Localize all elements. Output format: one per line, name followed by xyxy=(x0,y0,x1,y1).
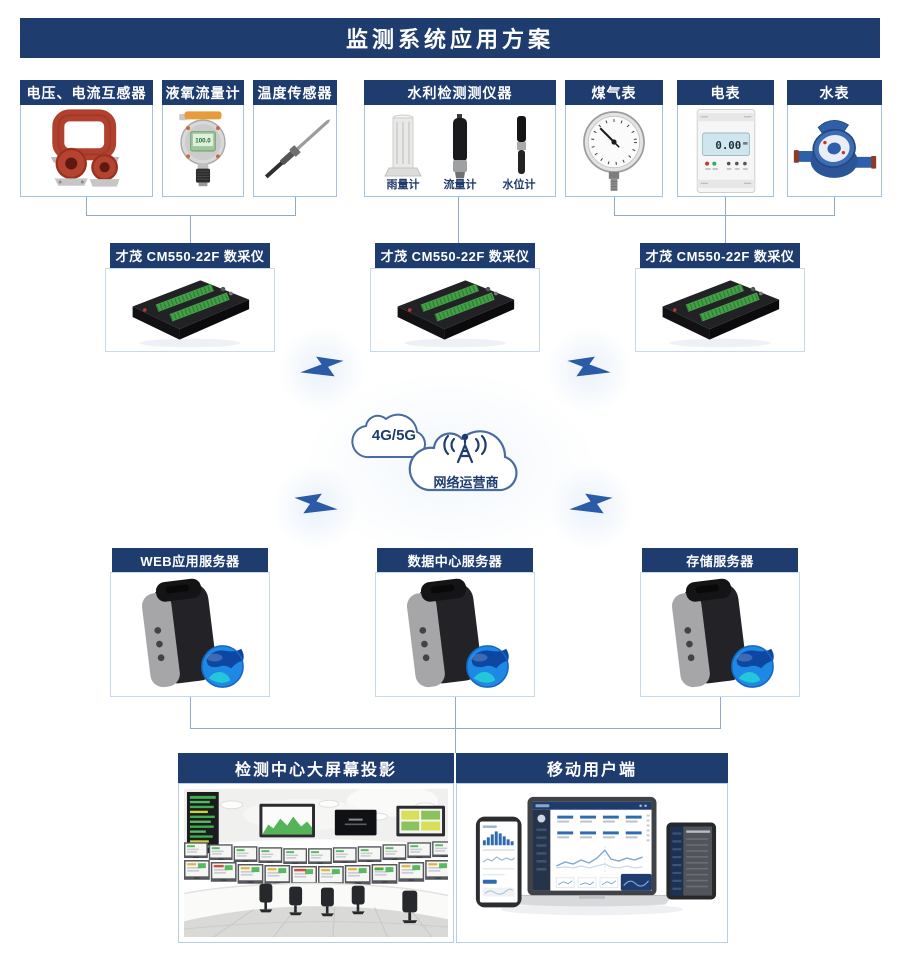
transformer-image xyxy=(21,106,152,196)
collector-label-2: 才茂 CM550-22F 数采仪 xyxy=(375,243,535,268)
current-transformer-icon xyxy=(50,109,119,187)
server-image-storage xyxy=(640,572,800,697)
collector-image-3 xyxy=(635,268,805,352)
mobile-devices-image xyxy=(462,789,722,937)
electric-meter-icon: 0.00 xyxy=(696,109,755,193)
collector-label-3: 才茂 CM550-22F 数采仪 xyxy=(640,243,800,268)
device-box-water-instruments: 水利检测测仪器 雨量计 流量计 水位计 xyxy=(364,80,556,197)
server-label-web: WEB应用服务器 xyxy=(112,548,268,572)
network-operator-label: 网络运营商 xyxy=(433,475,499,490)
network-technology-label: 4G/5G xyxy=(371,427,417,444)
server-tower-icon xyxy=(141,578,244,688)
device-box-electric-meter: 电表 0.00 xyxy=(677,80,774,197)
oxygen-flow-image: 100.0 xyxy=(163,106,243,196)
connector-line xyxy=(614,197,615,215)
device-label: 水利检测测仪器 xyxy=(364,80,556,105)
antenna-icon xyxy=(443,434,487,464)
device-box-oxygen-flow: 液氧流量计 100.0 xyxy=(162,80,244,197)
output-header-bigscreen: 检测中心大屏幕投影 xyxy=(178,753,454,783)
connector-line xyxy=(190,215,191,243)
lightning-icon xyxy=(560,476,623,538)
device-box-gas-meter: 煤气表 xyxy=(565,80,663,197)
gas-detector-icon: 100.0 xyxy=(179,111,226,187)
mobile-devices-panel xyxy=(456,783,728,943)
lightning-icon xyxy=(558,339,621,401)
water-item-label: 流量计 xyxy=(443,179,477,191)
connector-line xyxy=(720,697,721,728)
collector-label-1: 才茂 CM550-22F 数采仪 xyxy=(110,243,270,268)
collector-image-1 xyxy=(105,268,275,352)
control-room-image xyxy=(184,789,448,937)
lightning-icon xyxy=(285,476,348,538)
data-collector-icon xyxy=(132,280,250,348)
connector-line xyxy=(455,697,456,753)
water-meter-icon xyxy=(793,120,876,178)
server-tower-icon xyxy=(671,578,774,688)
lightning-icon xyxy=(291,339,354,401)
water-instruments-icons xyxy=(384,114,526,178)
temperature-probe-icon xyxy=(264,119,331,179)
output-header-mobile: 移动用户端 xyxy=(456,753,728,783)
server-tower-icon xyxy=(406,578,509,688)
data-collector-icon xyxy=(397,280,515,348)
device-label: 温度传感器 xyxy=(253,80,337,105)
electric-meter-image: 0.00 xyxy=(678,106,773,196)
device-box-temperature: 温度传感器 xyxy=(253,80,337,197)
globe-icon xyxy=(201,644,244,688)
cloud-operator xyxy=(408,430,518,492)
control-room-panel xyxy=(178,783,454,943)
server-image-datacenter xyxy=(375,572,535,697)
collector-image-2 xyxy=(370,268,540,352)
device-label: 电表 xyxy=(677,80,774,105)
device-label: 电压、电流互感器 xyxy=(20,80,153,105)
water-item-label: 水位计 xyxy=(502,179,536,191)
device-box-transformer: 电压、电流互感器 xyxy=(20,80,153,197)
globe-icon xyxy=(731,644,774,688)
server-label-datacenter: 数据中心服务器 xyxy=(377,548,533,572)
globe-icon xyxy=(466,644,509,688)
device-label: 液氧流量计 xyxy=(162,80,244,105)
gas-meter-image xyxy=(566,106,662,196)
temperature-image xyxy=(254,106,336,196)
connector-line xyxy=(86,197,87,215)
connector-line xyxy=(190,697,191,728)
device-label: 煤气表 xyxy=(565,80,663,105)
page-title: 监测系统应用方案 xyxy=(20,18,880,58)
device-label: 水表 xyxy=(787,80,882,105)
pressure-gauge-icon xyxy=(583,111,645,191)
meter-reading: 0.00 xyxy=(715,139,741,152)
water-item-label: 雨量计 xyxy=(386,179,420,191)
data-collector-icon xyxy=(662,280,780,348)
connector-line xyxy=(458,197,459,243)
server-image-web xyxy=(110,572,270,697)
connector-line xyxy=(725,197,726,243)
connector-line xyxy=(295,197,296,215)
water-meter-image xyxy=(788,106,881,196)
connector-line xyxy=(86,215,296,216)
detector-reading: 100.0 xyxy=(195,138,211,145)
connector-line xyxy=(834,197,835,215)
device-box-water-meter: 水表 xyxy=(787,80,882,197)
server-label-storage: 存储服务器 xyxy=(642,548,798,572)
cloud-4g5g xyxy=(351,413,426,459)
connector-line xyxy=(614,215,835,216)
water-instruments-image: 雨量计 流量计 水位计 xyxy=(365,106,555,196)
